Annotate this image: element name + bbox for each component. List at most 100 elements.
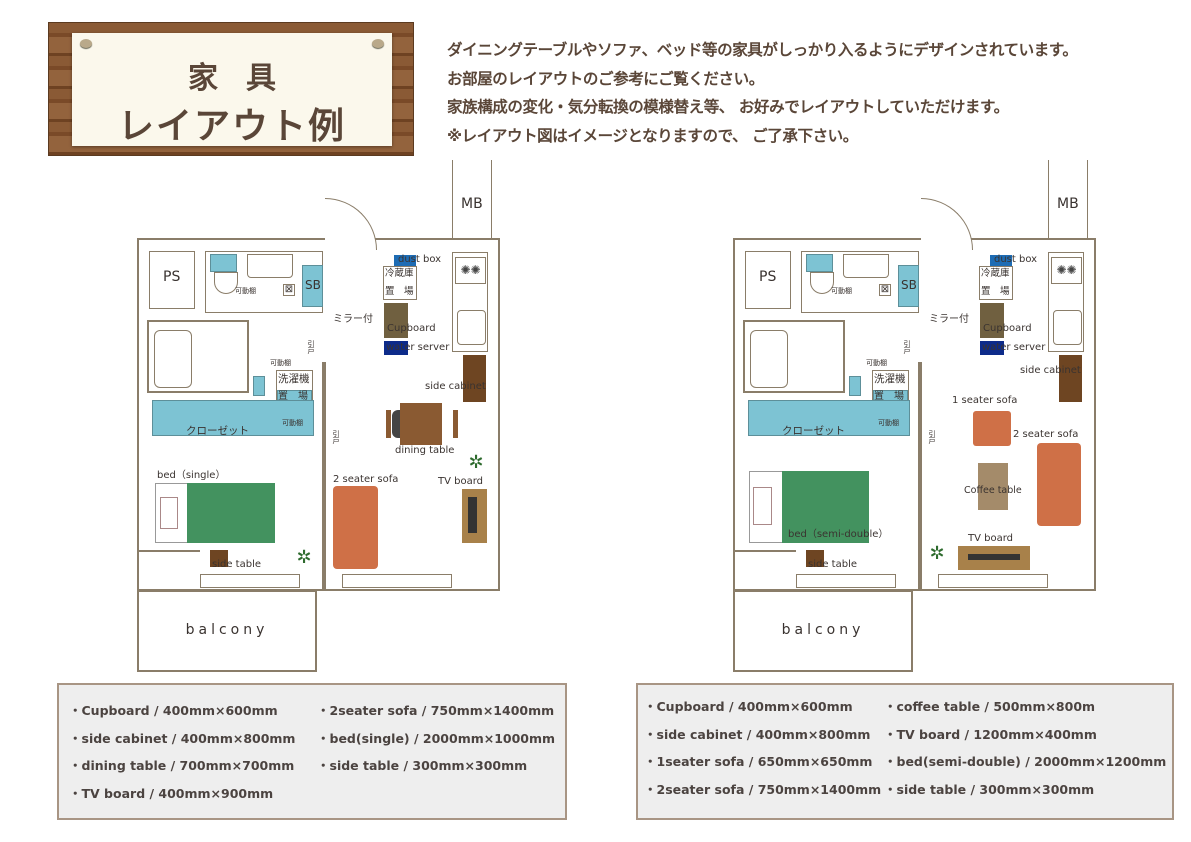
stove-icon: ✺✺	[455, 257, 486, 284]
spec-item: ・dining table / 700mm×700mm	[69, 758, 295, 773]
one-seater-sofa	[973, 411, 1011, 446]
small-shelf	[253, 376, 265, 396]
side-table	[806, 550, 824, 567]
intro-text: ダイニングテーブルやソファ、ベッド等の家具がしっかり入るようにデザインされていま…	[447, 36, 1078, 150]
side-table-label: side table	[212, 559, 261, 570]
pin-icon	[372, 39, 384, 48]
closet	[748, 400, 910, 436]
mb-shaft	[1048, 160, 1088, 239]
water-server-label: water server	[386, 342, 450, 353]
dining-table-label: dining table	[395, 445, 455, 456]
spec-item: ・2seater sofa / 750mm×1400mm	[317, 703, 555, 718]
spec-item: ・2seater sofa / 750mm×1400mm	[644, 781, 882, 797]
sign-title-layout-example: レイアウト例	[117, 106, 346, 147]
fridge-space	[383, 266, 417, 300]
ps-label: PS	[163, 269, 181, 285]
intro-line: 家族構成の変化・気分転換の模様替え等、 お好みでレイアウトしていただけます。	[447, 98, 1009, 116]
intro-line: ダイニングテーブルやソファ、ベッド等の家具がしっかり入るようにデザインされていま…	[447, 41, 1078, 59]
entrance-door	[921, 198, 973, 250]
washer-label-1: 洗濯機	[278, 373, 310, 385]
sink	[457, 310, 486, 345]
toilet-tank	[806, 254, 833, 272]
tv-icon	[968, 554, 1020, 560]
pin-icon	[80, 39, 92, 48]
mirror-label: ミラー付	[929, 314, 969, 325]
dust-box	[394, 255, 416, 266]
balcony	[733, 590, 913, 672]
washer-label-2: 置 場	[874, 391, 904, 402]
ps-box	[149, 251, 195, 309]
spec-item: ・1seater sofa / 650mm×650mm	[644, 754, 873, 769]
floor-drain-icon: ⊠	[283, 284, 295, 296]
wash-basin	[247, 254, 293, 278]
pillow	[753, 487, 772, 525]
spec-item: ・TV board / 400mm×900mm	[69, 785, 274, 801]
dining-chair-edge	[386, 410, 391, 438]
bedroom-wall	[733, 550, 796, 552]
balcony-label: balcony	[185, 622, 269, 638]
toilet-bowl	[810, 272, 834, 294]
bathroom	[147, 320, 249, 393]
plant-icon: ✲	[296, 547, 312, 568]
shelf-label: 可動棚	[831, 287, 852, 295]
dust-box-label: dust box	[994, 254, 1038, 265]
title-sign: 家具 レイアウト例	[48, 22, 414, 156]
sofa2-label: 2 seater sofa	[333, 474, 399, 485]
sliding-door-label: 引戸	[903, 340, 911, 354]
partition-wall	[918, 362, 922, 590]
wash-basin	[843, 254, 889, 278]
sofa1-label: 1 seater sofa	[952, 395, 1018, 406]
sb-label: SB	[305, 278, 321, 292]
cupboard-label: Cupboard	[387, 323, 436, 334]
shelf-label: 可動棚	[282, 419, 303, 427]
intro-line: ※レイアウト図はイメージとなりますので、 ご了承下さい。	[447, 126, 858, 145]
ps-label: PS	[759, 269, 777, 285]
fridge-label-1: 冷蔵庫	[981, 268, 1010, 279]
pillow	[160, 497, 178, 529]
mb-shaft	[452, 160, 492, 239]
sofa2-label: 2 seater sofa	[1013, 429, 1079, 440]
closet-label: クローゼット	[186, 425, 249, 437]
bed-mattress	[782, 471, 869, 543]
shoe-box	[302, 265, 323, 307]
mb-label: MB	[461, 196, 483, 212]
plant-icon: ✲	[468, 452, 484, 473]
side-cabinet	[1059, 355, 1082, 402]
toilet-bowl	[214, 272, 238, 294]
closet-label: クローゼット	[782, 425, 845, 437]
entrance-door	[325, 198, 377, 250]
bathtub	[154, 330, 192, 388]
coffee-table	[978, 463, 1008, 510]
kitchen-counter	[1048, 252, 1084, 352]
spec-item: ・side table / 300mm×300mm	[317, 758, 528, 773]
shelf-label: 可動棚	[235, 287, 256, 295]
window-living	[342, 574, 452, 588]
dining-table	[400, 403, 442, 445]
spec-item: ・TV board / 1200mm×400mm	[884, 726, 1097, 742]
mirror-label: ミラー付	[333, 314, 373, 325]
spec-item: ・side cabinet / 400mm×800mm	[644, 726, 871, 742]
sliding-door-label: 引戸	[332, 430, 340, 444]
water-server-label: water server	[982, 342, 1046, 353]
bedroom-wall	[137, 550, 200, 552]
side-cabinet-label: side cabinet	[1020, 365, 1081, 376]
dust-box	[990, 255, 1012, 266]
spec-item: ・Cupboard / 400mm×600mm	[69, 703, 278, 718]
shelf-label: 可動棚	[878, 419, 899, 427]
stove-icon: ✺✺	[1051, 257, 1082, 284]
bed-label: bed（semi-double）	[788, 529, 889, 540]
furniture-size-list-left: ・Cupboard / 400mm×600mm ・side cabinet / …	[57, 683, 567, 820]
washer-label-1: 洗濯機	[874, 373, 906, 385]
dust-box-label: dust box	[398, 254, 442, 265]
water-server	[980, 341, 1004, 355]
toilet-tank	[210, 254, 237, 272]
balcony	[137, 590, 317, 672]
shoe-box	[898, 265, 919, 307]
tv-icon	[468, 497, 477, 533]
ps-box	[745, 251, 791, 309]
side-cabinet-label: side cabinet	[425, 381, 486, 392]
fridge-label-1: 冷蔵庫	[385, 268, 414, 279]
coffee-table-label: Coffee table	[964, 485, 1022, 496]
